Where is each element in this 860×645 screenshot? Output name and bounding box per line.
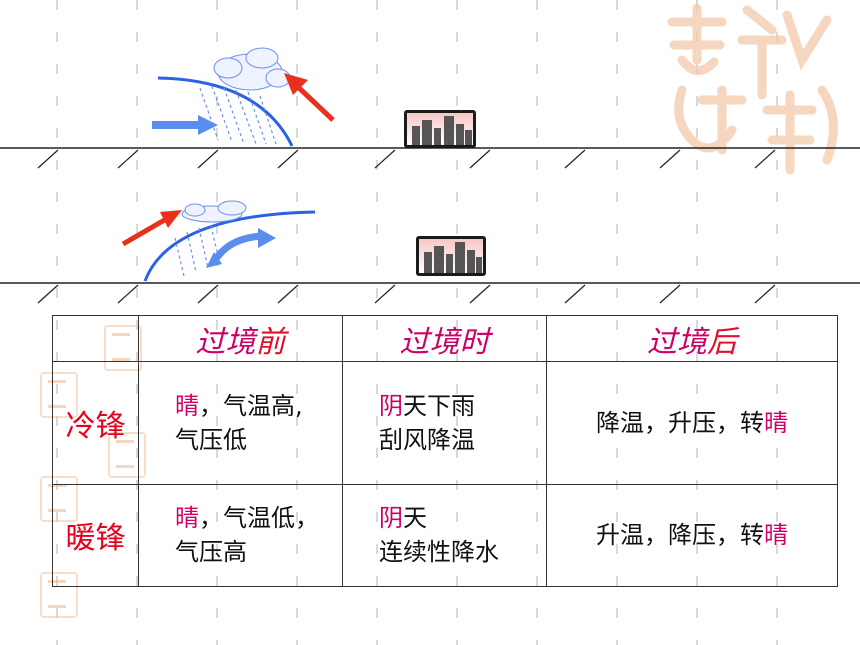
cold-air-arrow — [152, 115, 218, 135]
front-diagram — [0, 47, 860, 304]
cold-front-before: 晴，气温高, 气压低 — [138, 361, 343, 485]
warm-front-before: 晴，气温低， 气压高 — [138, 483, 343, 588]
city-icon-2 — [416, 236, 486, 276]
cold-front-diagram — [0, 47, 860, 169]
cold-front-after: 降温，升压，转晴 — [546, 361, 838, 485]
calligraphy-logo — [667, 3, 838, 175]
ground-hatching — [37, 284, 776, 304]
rain — [199, 85, 277, 145]
rain — [174, 225, 221, 277]
warm-front-diagram — [0, 200, 860, 304]
header-empty-cell — [52, 314, 139, 363]
warm-air-arrow — [284, 73, 335, 122]
cold-air-curved-arrow — [206, 228, 276, 268]
row-label-warm-front: 暖锋 — [52, 483, 139, 588]
header-during: 过境时 — [342, 314, 547, 363]
cloud — [213, 47, 291, 91]
header-before: 过境前 — [138, 314, 343, 363]
ground-hatching — [37, 149, 776, 169]
warm-front-line — [143, 210, 316, 282]
front-weather-table: 过境前 过境时 过境后 冷锋 晴，气温高, 气压低 阴天下雨 刮风降温 降温，升… — [52, 314, 838, 588]
table-row-cold-front: 冷锋 晴，气温高, 气压低 阴天下雨 刮风降温 降温，升压，转晴 — [52, 361, 838, 485]
table-row-warm-front: 暖锋 晴，气温低， 气压高 阴天 连续性降水 升温，降压，转晴 — [52, 483, 838, 588]
warm-front-after: 升温，降压，转晴 — [546, 483, 838, 588]
warm-front-during: 阴天 连续性降水 — [342, 483, 547, 588]
cloud — [181, 200, 247, 223]
table-header-row: 过境前 过境时 过境后 — [52, 314, 838, 363]
city-icon-1 — [404, 110, 476, 148]
warm-air-arrow — [121, 210, 182, 247]
cold-front-during: 阴天下雨 刮风降温 — [342, 361, 547, 485]
header-after: 过境后 — [546, 314, 838, 363]
row-label-cold-front: 冷锋 — [52, 361, 139, 485]
cold-front-line — [157, 76, 294, 147]
